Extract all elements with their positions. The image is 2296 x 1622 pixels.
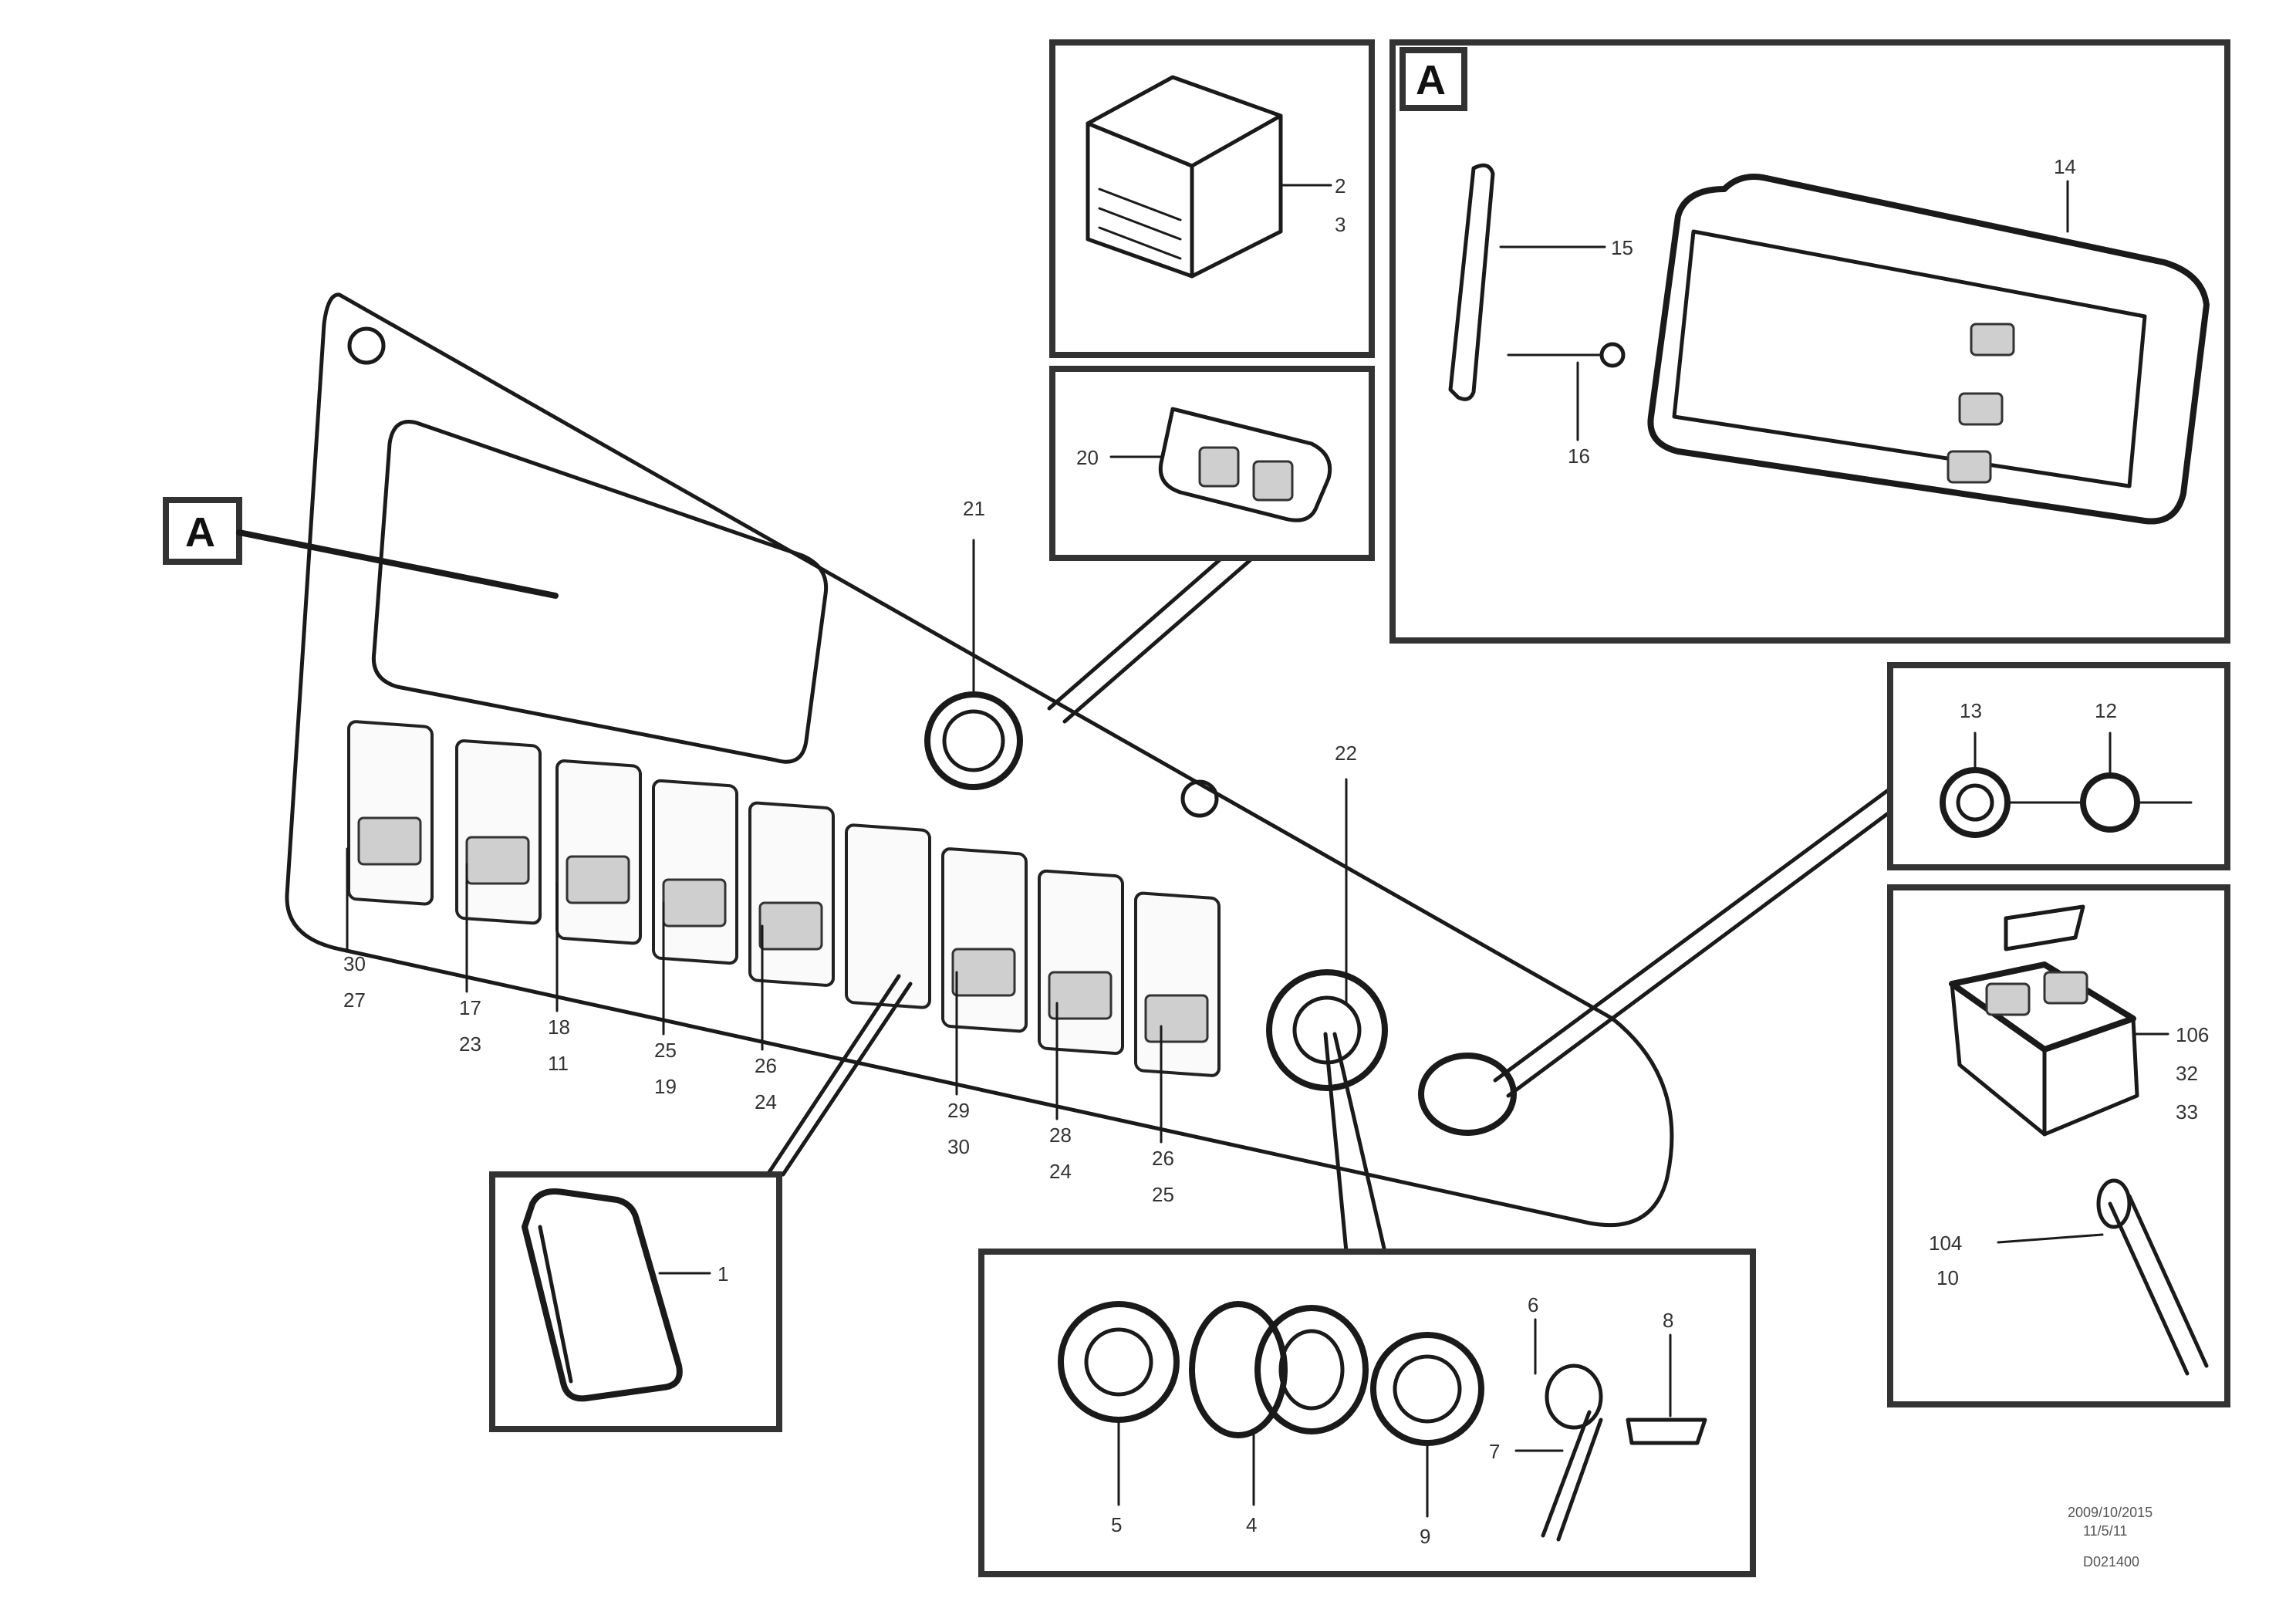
inset-keyswitch: 106 32 33 104 10 [1887,884,2230,1407]
mounting-hole-mid [1180,779,1219,818]
part-number-label: 29 [947,1099,970,1122]
part-number-label: 9 [1420,1525,1430,1548]
part-number-label: 25 [654,1039,677,1062]
part-number-label: 11 [548,1052,569,1075]
callout-a-text: A [185,509,215,556]
mounting-hole-top [347,326,386,365]
part-number-label: 16 [1568,444,1590,468]
part-number-label: 21 [963,497,985,520]
part-number-label: 2 [1335,174,1346,198]
inset-relay: 2 3 [1049,39,1375,358]
footer-line-2: 11/5/11 [2083,1523,2127,1539]
part-number-label: 5 [1111,1513,1122,1536]
inset-cluster: A 15 16 14 [1389,39,2230,644]
part-number-label: 19 [654,1075,677,1098]
part-number-label: 104 [1929,1232,1962,1255]
part-number-label: 6 [1528,1293,1538,1316]
part-number-label: 7 [1489,1440,1500,1463]
part-number-label: 20 [1076,446,1099,469]
leader-lines [346,539,1893,1254]
part-number-label: 32 [2176,1062,2198,1085]
part-number-label: 23 [459,1032,481,1056]
part-number-label: 24 [1049,1160,1072,1183]
display-window [371,420,829,764]
part-number-label: 1 [718,1262,728,1286]
part-number-label: 13 [1960,699,1982,722]
part-number-label: 26 [755,1054,777,1077]
part-number-label: 106 [2176,1023,2209,1046]
part-number-label: 28 [1049,1124,1072,1147]
part-number-label: 8 [1663,1309,1673,1332]
footer-code: 2009/10/2015 11/5/11 D021400 [2068,1505,2152,1570]
part-number-label: 30 [947,1135,970,1158]
inset-connector: 20 [1049,366,1375,561]
part-number-label: 27 [343,988,366,1012]
callout-a-box [163,497,242,565]
part-number-label: 12 [2095,699,2117,722]
part-number-label: 33 [2176,1100,2198,1124]
inset-rocker: 1 [489,1171,782,1432]
part-number-label: 25 [1152,1183,1174,1206]
part-number-label: 22 [1335,742,1357,765]
ring-21 [924,691,1023,790]
switch-row [347,720,1221,1077]
part-number-label: 24 [755,1090,777,1113]
ignition-22 [1266,969,1388,1091]
inset-socket: 13 12 [1887,662,2230,870]
inset-ignition: 5 4 9 6 8 7 [978,1249,1756,1577]
part-number-label: 3 [1335,213,1346,236]
part-number-label: 10 [1936,1266,1959,1289]
part-number-label: 4 [1246,1513,1257,1536]
part-number-label: 26 [1152,1147,1174,1170]
instrument-panel: A [163,292,1674,1228]
socket-12 [1418,1053,1517,1136]
part-number-label: 14 [2054,155,2076,178]
part-number-label: 30 [343,952,366,975]
part-number-label: A [1416,57,1446,103]
panel-labels: 30 27 17 23 18 11 25 19 26 24 29 30 28 2… [343,497,1357,1206]
footer-line-3: D021400 [2083,1554,2139,1570]
part-number-label: 18 [548,1015,570,1039]
part-number-label: 15 [1611,236,1633,259]
part-number-label: 17 [459,996,481,1019]
footer-line-1: 2009/10/2015 [2068,1505,2152,1520]
